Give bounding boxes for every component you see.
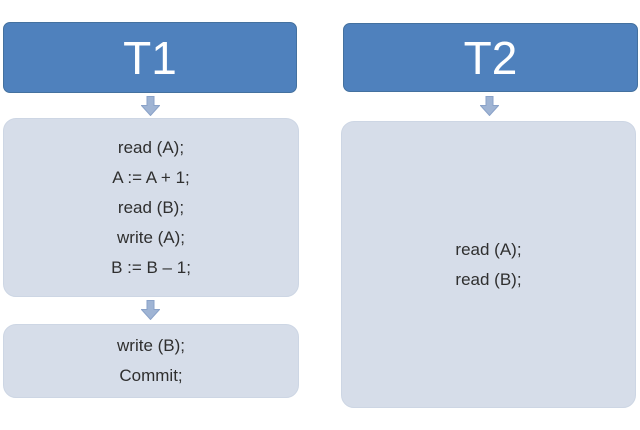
down-arrow-icon (141, 96, 160, 116)
down-arrow-icon (141, 300, 160, 320)
t2-operations-box: read (A); read (B); (341, 121, 636, 408)
operation-line: write (A); (117, 227, 185, 247)
operation-line: read (B); (455, 269, 522, 289)
operation-line: read (A); (117, 137, 185, 157)
operation-line: write (B); (117, 336, 185, 355)
t1-commit-box: write (B); Commit; (3, 324, 299, 398)
operation-line: Commit; (119, 366, 183, 385)
t1-header: T1 (3, 22, 297, 93)
down-arrow-icon (480, 96, 499, 116)
t2-header: T2 (343, 23, 638, 92)
t1-operations-box: read (A); A := A + 1; read (B); write (A… (3, 118, 299, 297)
operation-line: read (A); (455, 239, 522, 259)
operation-line: read (B); (117, 197, 185, 217)
operation-line: A := A + 1; (112, 167, 190, 187)
operation-line: B := B – 1; (111, 257, 191, 277)
